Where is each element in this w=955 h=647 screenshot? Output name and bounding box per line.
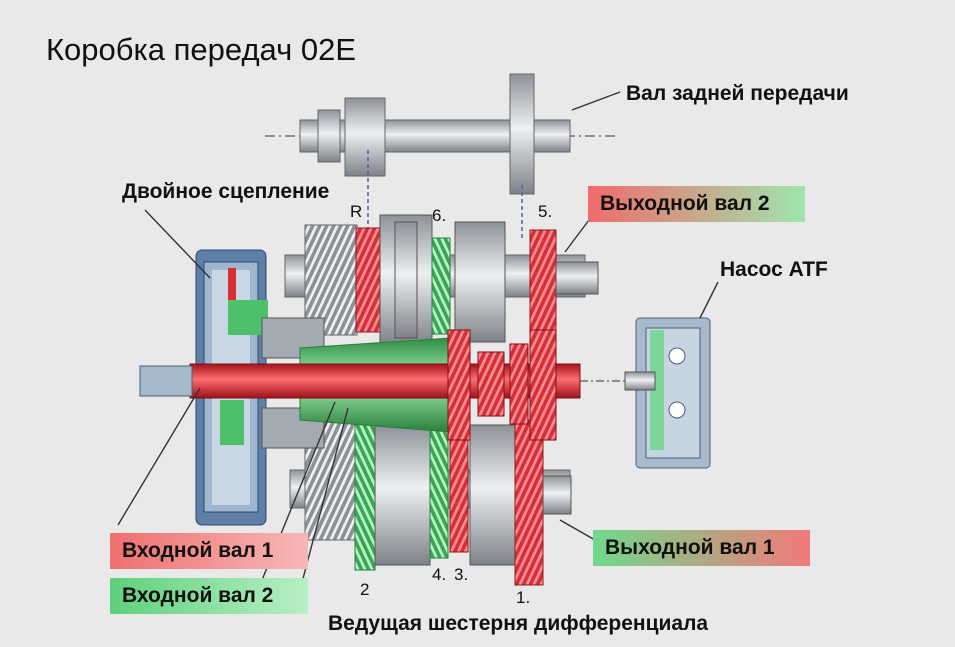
reverse-shaft [265,73,615,240]
gear-number-2: 2 [360,580,370,599]
input-shaft-2-box [110,578,308,614]
output-shaft-1-box [593,530,810,566]
gear-number-4: 4. [432,565,447,584]
reverse-shaft-label: Вал задней передачи [626,82,849,105]
diff-drive-gear-label: Ведущая шестерня дифференциала [328,612,709,635]
gear-number-3: 3. [454,565,469,584]
gear-number-r: R [350,202,363,221]
gear-number-6: 6. [432,206,447,225]
output-shaft-2-label: Выходной вал 2 [600,192,770,215]
dual-clutch-label: Двойное сцепление [122,180,330,203]
output-shaft-1-assembly [289,419,572,586]
output-shaft-2-assembly [284,214,599,346]
output-shaft-2-box [588,186,805,222]
gear-number-1: 1. [516,588,531,607]
input-shaft-1-label: Входной вал 1 [122,539,274,562]
input-shaft-1-box [110,533,308,569]
atf-pump-illustration [624,317,711,469]
atf-pump-label: Насос ATF [720,258,828,281]
input-shaft-2-label: Входной вал 2 [122,584,274,607]
page-title: Коробка передач 02E [46,32,357,67]
gear-number-5: 5. [538,202,553,221]
output-shaft-1-label: Выходной вал 1 [605,536,775,559]
input-shaft-1 [139,329,630,441]
